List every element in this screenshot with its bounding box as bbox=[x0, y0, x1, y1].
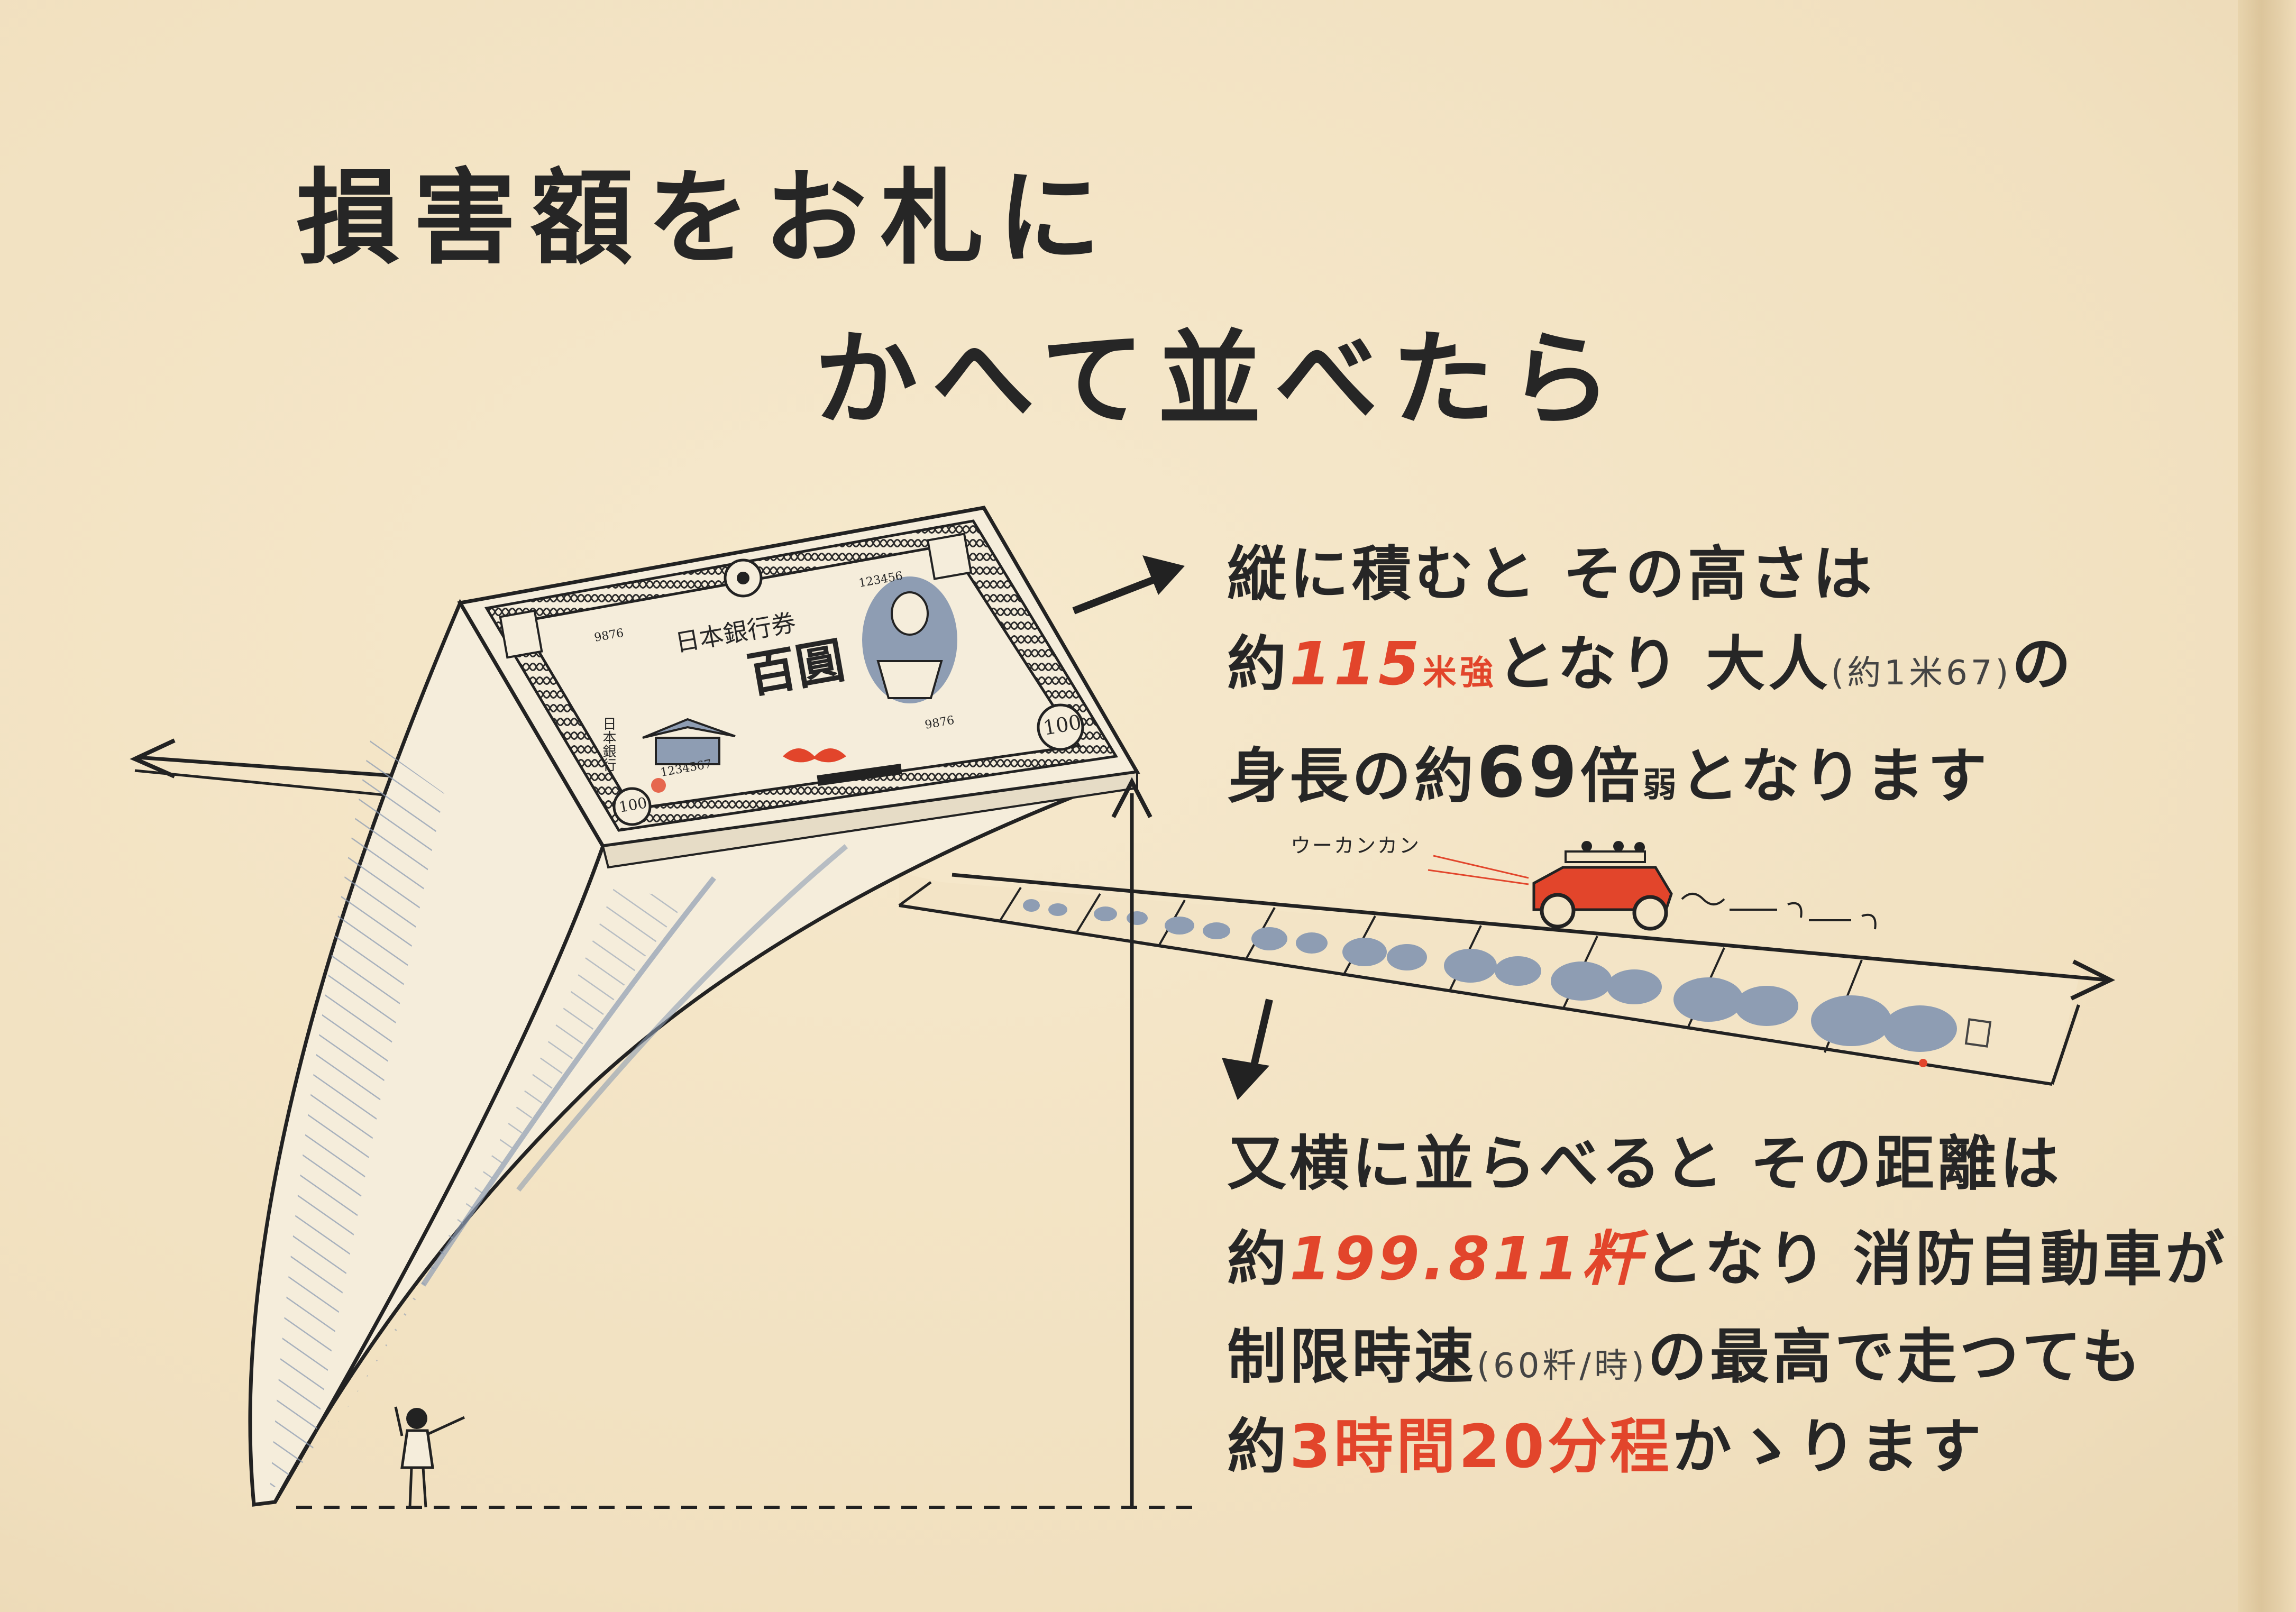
stack-height-unit: 米強 bbox=[1422, 654, 1497, 693]
row-approx-2: 約 bbox=[1227, 1413, 1289, 1481]
fire-engine bbox=[1428, 841, 1877, 931]
stack-height-number: 115 bbox=[1289, 630, 1423, 699]
row-distance: 199.811粁 bbox=[1289, 1225, 1644, 1294]
row-fire-engine: となり 消防自動車が bbox=[1644, 1225, 2228, 1294]
arrow-up-right bbox=[1072, 555, 1185, 615]
chrysanthemum-emblem bbox=[724, 558, 763, 598]
small-person bbox=[394, 1406, 465, 1508]
siren-label: ウーカンカン bbox=[1291, 834, 1421, 857]
row-text-line-4: 約3時間20分程かゝります bbox=[1227, 1417, 1984, 1477]
stack-ending: となります bbox=[1679, 742, 1990, 811]
arrow-down bbox=[1222, 999, 1273, 1100]
row-travel-time: 3時間20分程 bbox=[1289, 1413, 1672, 1481]
row-approx: 約 bbox=[1227, 1225, 1289, 1294]
title-line-2: かへて並べたら bbox=[815, 319, 1626, 439]
shrine-vignette bbox=[642, 718, 736, 765]
stack-text-line-3: 身長の約69倍弱となります bbox=[1227, 738, 1990, 808]
portrait-figure bbox=[862, 576, 957, 703]
stack-times: 倍 bbox=[1580, 742, 1643, 811]
stack-text-line-2: 約115米強となり 大人(約1米67)の bbox=[1227, 635, 2074, 694]
row-takes: かゝります bbox=[1672, 1413, 1984, 1481]
row-max-speed: の最高で走つても bbox=[1647, 1323, 2144, 1391]
row-text-line-2: 約199.811粁となり 消防自動車が bbox=[1227, 1230, 2228, 1289]
stack-multiple: 69 bbox=[1477, 732, 1580, 813]
banknote bbox=[484, 519, 1119, 832]
title-line-1: 損害額をお札に bbox=[296, 158, 1114, 278]
stack-no: の bbox=[2011, 630, 2074, 699]
stack-text-line-1: 縦に積むと その高さは bbox=[1227, 540, 1875, 609]
page-edge bbox=[2238, 0, 2296, 1612]
row-text-line-1: 又横に並らべると その距離は bbox=[1227, 1130, 2062, 1198]
row-speed-limit: 制限時速 bbox=[1227, 1323, 1477, 1391]
stack-adult: となり 大人 bbox=[1496, 630, 1831, 699]
height-measure bbox=[296, 777, 1201, 1509]
bill-stack: 日本銀行券 百圓 123456 1234567 9876 9876 日本銀行 1… bbox=[248, 506, 1140, 1507]
stack-approx: 約 bbox=[1227, 630, 1289, 699]
banknote-row bbox=[898, 873, 2116, 1086]
adult-height-note: (約1米67) bbox=[1831, 654, 2012, 693]
banknote-side-text: 日本銀行 bbox=[600, 717, 616, 772]
row-speed-note: (60粁/時) bbox=[1477, 1347, 1648, 1386]
stack-height-prefix: 身長の約 bbox=[1227, 742, 1477, 811]
row-text-line-3: 制限時速(60粁/時)の最高で走つても bbox=[1227, 1327, 2144, 1387]
stack-under: 弱 bbox=[1642, 766, 1680, 805]
